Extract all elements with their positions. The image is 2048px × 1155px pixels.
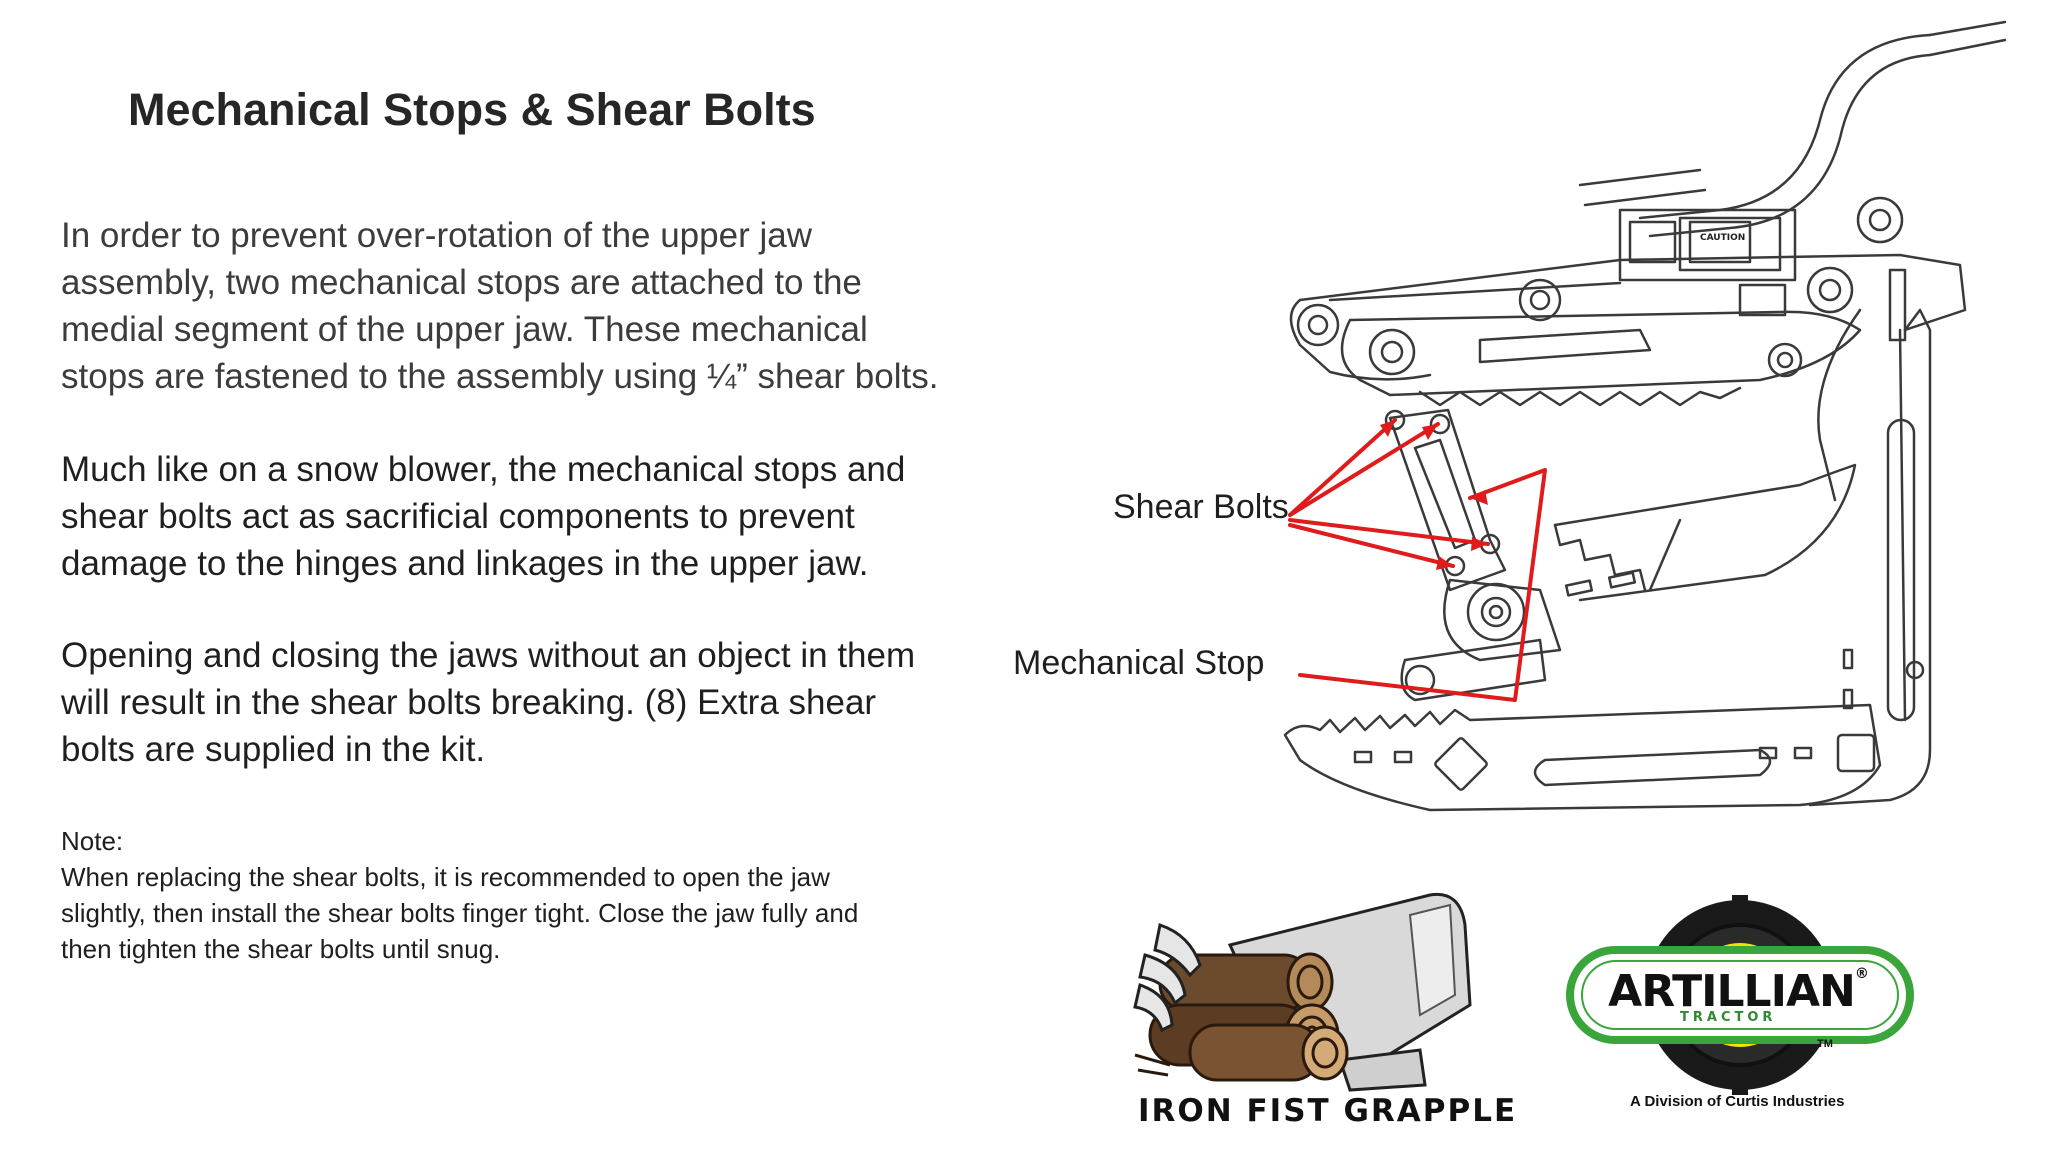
medial-segment — [1400, 578, 1562, 702]
cylinder-housing — [1618, 196, 1904, 282]
paragraph-line: damage to the hinges and linkages in the… — [61, 544, 869, 583]
right-arm — [1808, 268, 1932, 807]
lower-jaw — [1553, 463, 1857, 602]
paragraph-snow-blower: Much like on a snow blower, the mechanic… — [61, 446, 961, 587]
paragraph-overrotation: In order to prevent over-rotation of the… — [61, 212, 961, 400]
note-heading: Note: — [61, 826, 124, 856]
paragraph-line: shear bolts act as sacrificial component… — [61, 497, 855, 536]
decal-caution-text: CAUTION — [1700, 233, 1745, 243]
arrowheads — [1380, 420, 1488, 570]
grapple-wordmark: IRON FIST GRAPPLE — [1138, 1093, 1518, 1129]
callout-shear-bolts: Shear Bolts — [1113, 488, 1289, 526]
registered-mark: ® — [1854, 966, 1869, 982]
upper-jaw — [1340, 310, 1862, 407]
note-line: When replacing the shear bolts, it is re… — [61, 862, 830, 892]
trademark-mark: TM — [1817, 1038, 1833, 1050]
paragraph-line: medial segment of the upper jaw. These m… — [61, 310, 868, 349]
artillian-wordmark: ARTILLIAN® — [1588, 966, 1888, 1017]
artillian-name: ARTILLIAN — [1608, 966, 1856, 1017]
paragraph-line: bolts are supplied in the kit. — [61, 730, 486, 769]
callout-mechanical-stop: Mechanical Stop — [1013, 644, 1265, 682]
bottom-jaw — [1283, 648, 1882, 812]
note-block: Note: When replacing the shear bolts, it… — [61, 823, 858, 967]
paragraph-extra-bolts: Opening and closing the jaws without an … — [61, 632, 961, 773]
paragraph-line: Much like on a snow blower, the mechanic… — [61, 450, 906, 489]
artillian-subtitle: TRACTOR — [1680, 1010, 1777, 1025]
paragraph-line: will result in the shear bolts breaking.… — [61, 683, 877, 722]
callout-arrows — [1288, 418, 1547, 702]
grapple-diagram: CAUTION — [1283, 20, 2007, 812]
paragraph-line: assembly, two mechanical stops are attac… — [61, 263, 862, 302]
artillian-logo — [1566, 895, 1914, 1095]
note-line: then tighten the shear bolts until snug. — [61, 934, 501, 964]
artillian-division: A Division of Curtis Industries — [1630, 1093, 1845, 1110]
iron-fist-grapple-logo — [1133, 892, 1472, 1092]
paragraph-line: Opening and closing the jaws without an … — [61, 636, 916, 675]
paragraph-line: stops are fastened to the assembly using… — [61, 357, 939, 396]
page-title: Mechanical Stops & Shear Bolts — [128, 84, 816, 135]
hydraulic-hose — [1578, 20, 2007, 238]
paragraph-line: In order to prevent over-rotation of the… — [61, 216, 812, 255]
upper-frame — [1289, 253, 1967, 381]
note-line: slightly, then install the shear bolts f… — [61, 898, 859, 928]
decal-group — [1688, 220, 1787, 317]
